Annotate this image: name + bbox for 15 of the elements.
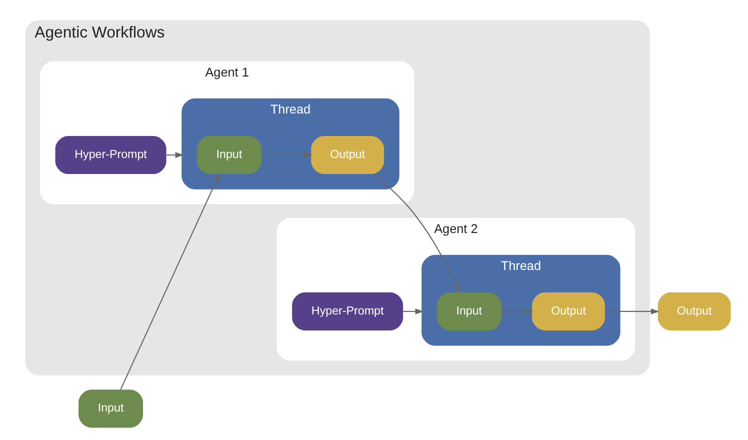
arrow [374, 174, 460, 294]
arrow [605, 308, 660, 314]
node-box: Input [78, 390, 144, 428]
arrow [502, 308, 534, 314]
node-box: Hyper-Prompt [55, 136, 166, 174]
node-box: Hyper-Prompt [292, 292, 404, 330]
node-box: Input [436, 292, 502, 330]
node-box: Input [196, 136, 262, 174]
arrow [403, 308, 424, 314]
node-box: Output [532, 292, 605, 330]
node-box: Output [311, 136, 384, 174]
arrow [166, 152, 184, 158]
arrow [262, 152, 312, 158]
arrow [120, 172, 220, 390]
node-box: Output [658, 292, 731, 330]
